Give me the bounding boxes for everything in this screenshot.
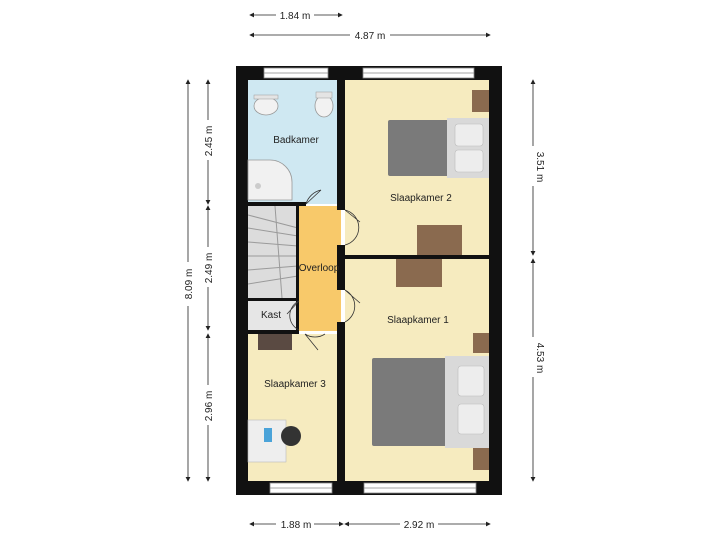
- nightstand-1b: [473, 448, 489, 470]
- stairs-floor: [248, 206, 298, 298]
- dimension-bottom-right: 2.92 m: [404, 520, 435, 531]
- bedroom-1-furniture: [372, 259, 489, 470]
- dimension-top-left: 1.84 m: [280, 11, 311, 22]
- chair: [281, 426, 301, 446]
- dimension-top-total: 4.87 m: [355, 31, 386, 42]
- bedroom-2-furniture: [388, 90, 489, 255]
- toilet: [314, 94, 334, 118]
- sink-left: [253, 96, 279, 116]
- room-label-slaapkamer-2: Slaapkamer 2: [390, 193, 452, 204]
- nightstand-1a: [473, 333, 489, 353]
- landing-floor: [299, 206, 341, 331]
- dimension-left-middle: 2.49 m: [204, 253, 215, 284]
- room-label-kast: Kast: [261, 310, 281, 321]
- windows: [263, 67, 477, 494]
- dimension-left-lower: 2.96 m: [204, 391, 215, 422]
- bathroom-fixtures: [247, 91, 334, 201]
- dimension-right-upper: 3.51 m: [534, 152, 545, 183]
- room-label-slaapkamer-1: Slaapkamer 1: [387, 315, 449, 326]
- desk-2: [417, 225, 462, 255]
- bedroom-3-furniture: [247, 334, 301, 463]
- shower: [247, 159, 293, 201]
- nightstand: [472, 90, 489, 112]
- room-label-badkamer: Badkamer: [273, 135, 319, 146]
- dimension-bottom-left: 1.88 m: [281, 520, 312, 531]
- staircase: [247, 205, 299, 299]
- dimension-right-lower: 4.53 m: [534, 343, 545, 374]
- dimension-left-total: 8.09 m: [184, 269, 195, 300]
- monitor: [264, 428, 272, 442]
- interior-walls: [248, 80, 489, 481]
- room-label-slaapkamer-3: Slaapkamer 3: [264, 379, 326, 390]
- dimension-left-upper: 2.45 m: [204, 126, 215, 157]
- door-swings: [286, 189, 361, 351]
- room-label-overloop: Overloop: [299, 263, 340, 274]
- dresser-3: [258, 334, 292, 350]
- desk-1: [396, 259, 442, 287]
